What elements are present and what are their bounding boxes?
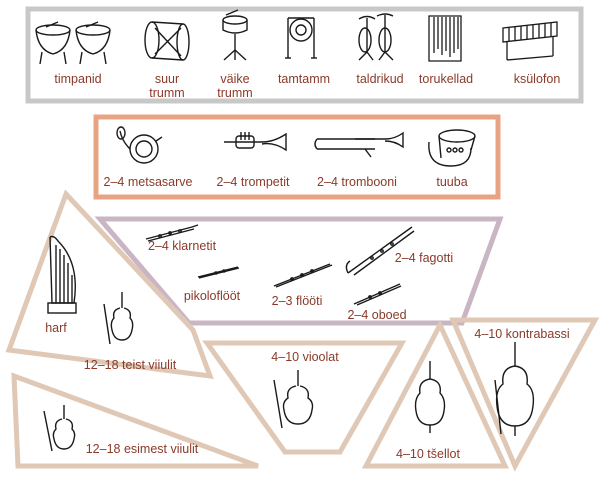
- brass-frame: [93, 114, 501, 200]
- harp-second-violins-frame: [5, 189, 214, 380]
- flute-icon: [272, 262, 333, 288]
- trombone-icon: [314, 131, 405, 159]
- bassoons-label: 2–4 fagotti: [394, 251, 454, 265]
- oboe-icon: [352, 282, 402, 306]
- xylophone-label: ksülofon: [513, 72, 561, 86]
- cellos-frame: [361, 319, 509, 469]
- violas-label: 4–10 vioolat: [271, 350, 339, 364]
- first-violins-frame: [11, 372, 259, 469]
- xylophone-icon: [501, 20, 559, 62]
- tuba-label: tuuba: [436, 175, 468, 189]
- bass-drum-label-line1: suur: [154, 72, 180, 86]
- viola-icon: [270, 368, 316, 430]
- piccolo-label: pikoloflööt: [183, 289, 241, 303]
- french-horn-icon: [116, 126, 164, 169]
- clarinet-icon: [144, 223, 200, 243]
- percussion-frame: [25, 6, 584, 104]
- tuba-icon: [421, 128, 481, 170]
- tubular-bells-label: torukellad: [418, 72, 474, 86]
- second-violins-label: 12–18 teist viiulit: [83, 358, 177, 372]
- double-basses-frame: [449, 317, 600, 472]
- bass-drum-icon: [143, 16, 190, 62]
- snare-drum-icon: [218, 9, 252, 62]
- trumpets-label: 2–4 trompetit: [216, 175, 290, 189]
- bassoon-icon: [342, 225, 416, 277]
- double-basses-label: 4–10 kontrabassi: [474, 327, 570, 341]
- tamtam-label: tamtamm: [277, 72, 331, 86]
- double-bass-icon: [491, 340, 537, 438]
- piccolo-icon: [196, 265, 240, 279]
- second-violin-icon: [100, 290, 140, 346]
- snare-drum-label-line2: trumm: [217, 86, 253, 100]
- woodwind-frame: [94, 216, 504, 326]
- horns-label: 2–4 metsasarve: [103, 175, 193, 189]
- first-violins-label: 12–18 esimest viiulit: [85, 442, 199, 456]
- cellos-label: 4–10 tšellot: [396, 447, 460, 461]
- cymbals-label: taldrikud: [356, 72, 404, 86]
- clarinets-label: 2–4 klarnetit: [147, 239, 217, 253]
- harp-label: harf: [45, 321, 67, 335]
- timpani-label: timpanid: [54, 72, 102, 86]
- tamtam-icon: [285, 14, 317, 60]
- bass-drum-label-line2: trumm: [149, 86, 185, 100]
- trombones-label: 2–4 trombooni: [317, 175, 397, 189]
- tubular-bells-icon: [427, 13, 463, 63]
- violas-frame: [202, 340, 407, 455]
- harp-icon: [44, 233, 82, 317]
- trumpet-icon: [222, 130, 288, 154]
- cello-icon: [410, 359, 450, 435]
- oboes-label: 2–4 oboed: [347, 308, 407, 322]
- snare-drum-label-line1: väike: [220, 72, 250, 86]
- flutes-label: 2–3 flööti: [271, 294, 323, 308]
- cymbals-icon: [355, 10, 395, 62]
- first-violin-icon: [40, 403, 80, 453]
- timpani-icon: [34, 21, 114, 66]
